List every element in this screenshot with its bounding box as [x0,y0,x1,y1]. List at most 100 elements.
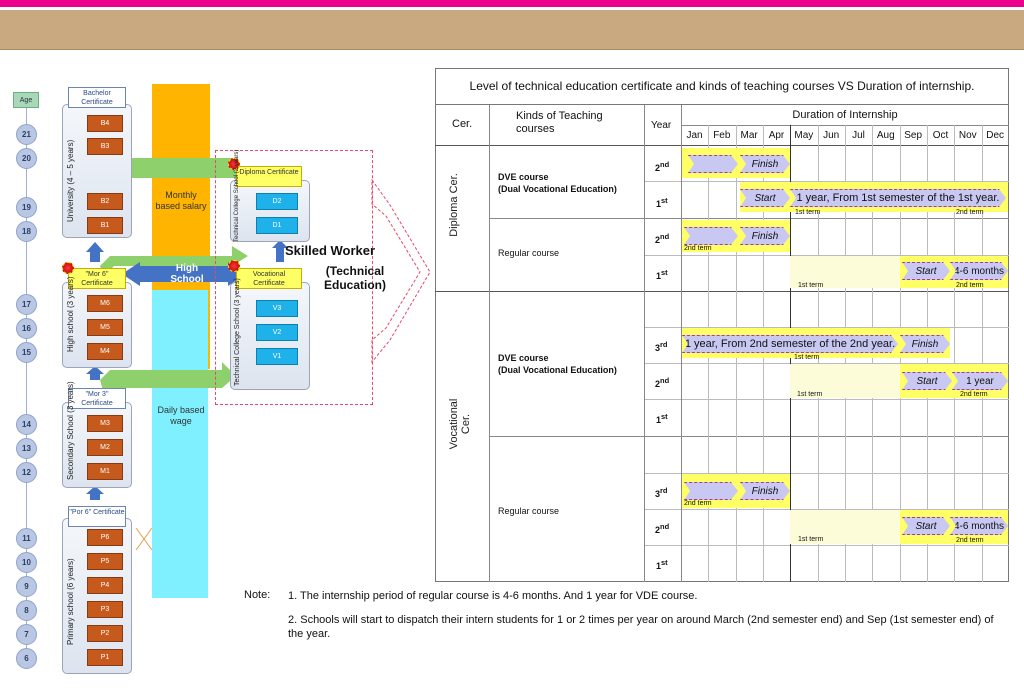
vocational-dve-sub: (Dual Vocational Education) [498,365,617,375]
mor6-certificate: "Mor 6" Certificate [68,268,126,289]
first-term-label: 1st term [795,209,821,216]
grade-box: P2 [87,625,123,642]
row-divider [644,181,1009,182]
month-header: Feb [713,130,731,141]
header-band [0,10,1024,50]
age-marker: 12 [16,462,37,483]
month-header: Oct [932,130,949,141]
grade-box: M4 [87,343,123,360]
year-suffix: nd [660,376,670,385]
month-header: May [794,130,814,141]
row-divider [644,255,1009,256]
age-marker: 19 [16,197,37,218]
grade-box: P6 [87,529,123,546]
high-school-label: High school (3 years) [66,276,75,352]
grade-box: D1 [256,217,298,234]
duration-arrow: 1 year [952,372,1008,390]
diploma-certificate: Diploma Certificate [236,166,302,187]
cert-divider [435,291,1009,292]
second-term-label: 2nd term [684,245,712,252]
age-tag: Age [13,92,39,108]
vocational-dve-course: DVE course [498,353,549,363]
month-header: Nov [958,130,977,141]
year-suffix: nd [660,522,670,531]
year-column-divider [681,105,682,582]
age-marker: 10 [16,552,37,573]
age-marker: 18 [16,221,37,242]
row-divider [644,363,1009,364]
note-2: 2. Schools will start to dispatch their … [288,614,994,640]
year-2nd: 2nd [655,376,670,389]
grade-box: P4 [87,577,123,594]
first-term-label: 1st term [794,354,820,361]
high-to-university-arrow [86,242,104,262]
finish-arrow: Finish [740,482,790,500]
seal-icon [228,260,240,272]
row-divider [644,399,1009,400]
vocational-course-divider [489,436,1009,437]
bar-highlight [790,256,900,288]
month-header: Jul [852,130,865,141]
table-header-divider [435,145,1009,146]
age-marker: 6 [16,648,37,669]
note-1: 1. The internship period of regular cour… [288,590,698,602]
age-marker: 16 [16,318,37,339]
age-marker: 17 [16,294,37,315]
grade-box: V3 [256,300,298,317]
diploma-cer-label: Diploma Cer. [448,173,460,237]
grade-box: B3 [87,138,123,155]
year-1st: 1st [656,268,668,281]
grade-box: P1 [87,649,123,666]
year-suffix: st [661,412,668,421]
mor3-to-vocational-arrow [100,362,236,394]
age-marker: 15 [16,342,37,363]
start-arrow: Start [902,517,950,535]
row-divider [644,327,1009,328]
finish-arrow: Finish [900,335,950,353]
diploma-to-bachelor-arrow [112,150,236,178]
duration-arrow: 4-6 months [950,517,1008,535]
vocational-cer-label: Vocational Cer. [448,398,472,450]
year-1st: 1st [656,558,668,571]
note-label: Note: [244,589,271,601]
grade-box: D2 [256,193,298,210]
duration-arrow: 4-6 months [950,262,1008,280]
year-3rd: 3rd [655,486,668,499]
grade-box: B4 [87,115,123,132]
year-1st: 1st [656,196,668,209]
grade-box: V1 [256,348,298,365]
monthly-salary-label: Monthly based salary [155,190,207,211]
grade-box: B2 [87,193,123,210]
month-header: Jan [686,130,703,141]
year-suffix: nd [660,232,670,241]
age-marker: 8 [16,600,37,621]
table-title: Level of technical education certificate… [435,68,1009,105]
row-divider [644,545,1009,546]
duration-arrow: 1 year, From 2nd semester of the 2nd yea… [682,335,898,353]
second-term-label: 2nd term [956,537,984,544]
daily-wage-band [152,290,208,598]
primary-to-secondary-arrow [86,486,104,500]
age-marker: 11 [16,528,37,549]
mor6-to-diploma-arrow [100,246,248,276]
year-suffix: st [661,196,668,205]
year-3rd: 3rd [655,340,668,353]
internship-arrow [684,227,738,245]
university-label: University (4 – 5 years) [66,139,75,222]
daily-wage-label: Daily based wage [157,405,205,426]
internship-arrow [684,482,738,500]
year-suffix: st [661,268,668,277]
bar-highlight [790,510,900,544]
skilled-worker-title: Skilled Worker [285,243,376,258]
second-term-label: 2nd term [684,500,712,507]
technical-education-subtitle: (Technical Education) [324,264,386,292]
por6-certificate: "Por 6" Certificate [68,506,126,527]
vocational-regular-course: Regular course [498,506,560,516]
age-marker: 20 [16,148,37,169]
tech-vocational-label: Technical College School (3 years) [234,278,241,386]
internship-arrow [688,155,738,173]
year-1st: 1st [656,412,668,425]
month-header: Apr [768,130,785,141]
year-2nd: 2nd [655,160,670,173]
